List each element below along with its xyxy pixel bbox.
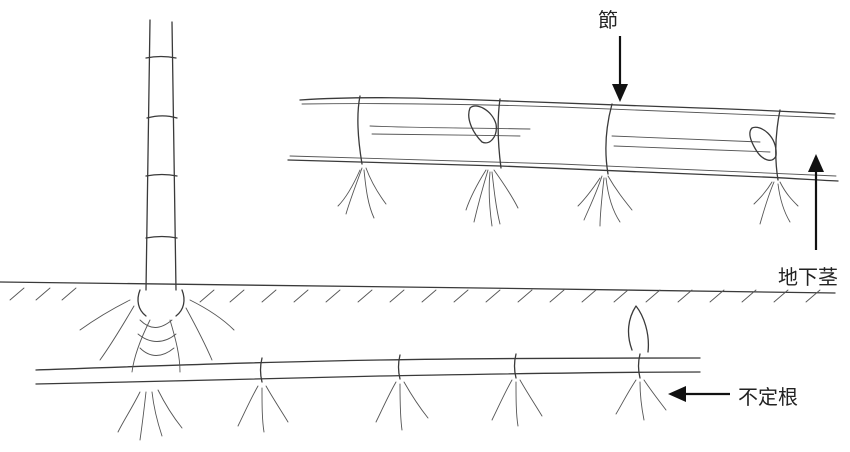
adventitious-roots-label: 不定根 [738, 381, 798, 410]
node-label: 節 [598, 4, 618, 33]
roots-arrow [668, 386, 730, 402]
node-arrow [612, 36, 628, 102]
rhizome-arrow [808, 154, 824, 250]
bamboo-culm [138, 20, 184, 316]
rhizome-label: 地下茎 [778, 261, 838, 290]
ground-surface [0, 282, 835, 302]
upper-rhizome [288, 96, 838, 226]
lower-rhizome [36, 300, 700, 440]
